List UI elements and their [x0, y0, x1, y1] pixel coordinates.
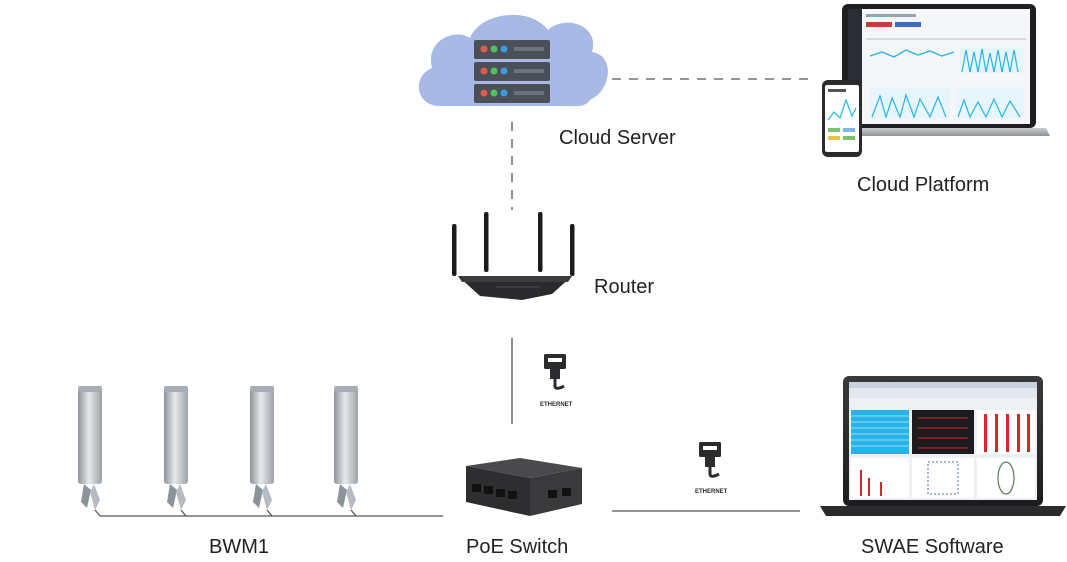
router-icon — [452, 212, 575, 300]
switch-ports — [472, 484, 571, 499]
laptop-phone-dashboard-icon — [822, 4, 1050, 157]
sensor-icon — [164, 386, 188, 517]
cloud-platform-label: Cloud Platform — [857, 174, 990, 196]
ethernet-badge-label: ETHERNET — [540, 402, 573, 408]
sensor-icon — [78, 386, 102, 517]
bwm1-label: BWM1 — [209, 536, 269, 558]
sensor-icon — [250, 386, 274, 517]
poe-switch-icon — [466, 458, 582, 516]
cloud-server-label: Cloud Server — [559, 127, 676, 149]
sensor-group — [78, 386, 358, 517]
ethernet-icon — [699, 442, 721, 478]
poe-switch-label: PoE Switch — [466, 536, 569, 558]
sensor-icon — [334, 386, 358, 517]
ethernet-badge-label: ETHERNET — [695, 489, 728, 495]
server-rack — [474, 40, 550, 103]
swae-software-label: SWAE Software — [861, 536, 1004, 558]
swae-laptop-icon — [820, 376, 1066, 516]
phone — [822, 80, 862, 157]
ethernet-icon — [544, 354, 566, 390]
cloud-server-icon — [418, 14, 608, 107]
router-label: Router — [594, 276, 655, 298]
